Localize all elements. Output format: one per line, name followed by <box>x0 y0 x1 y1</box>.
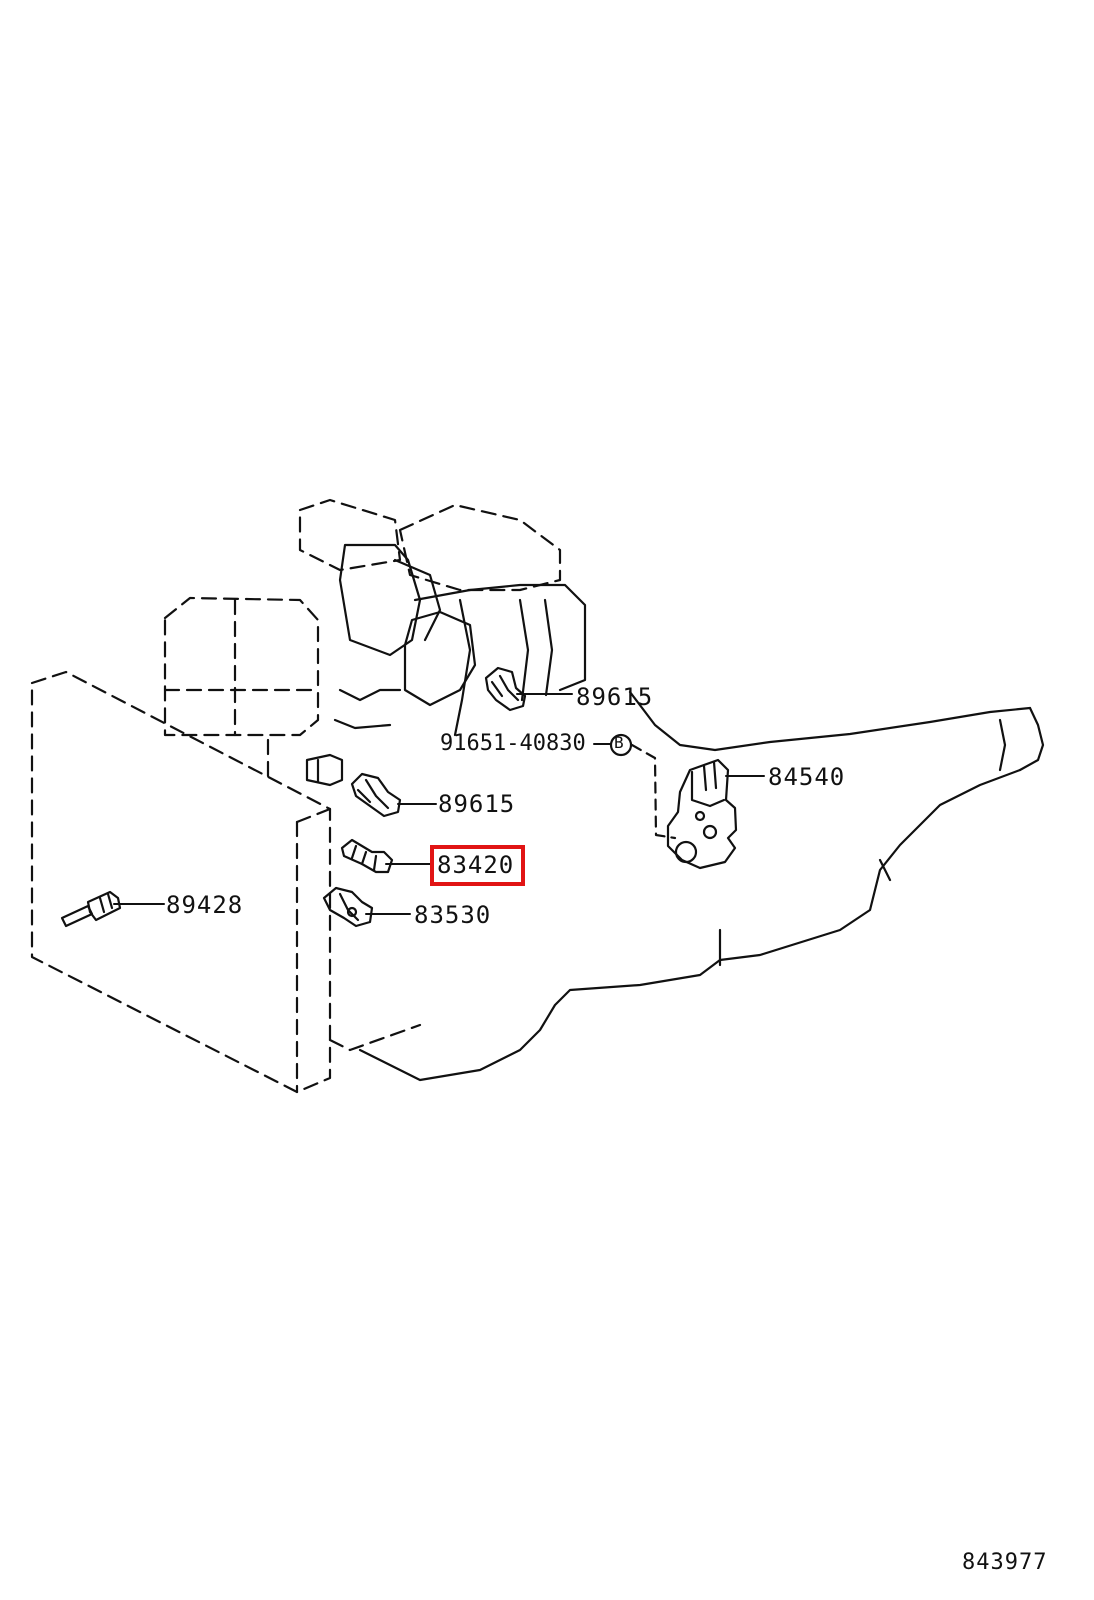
intake-manifold <box>305 543 587 787</box>
illustration-number: 843977 <box>962 1550 1048 1575</box>
part-label-89615-lower[interactable]: 89615 <box>438 790 516 818</box>
part-label-83420[interactable]: 83420 <box>437 851 515 879</box>
speed-sensor-lower-icon <box>350 772 402 818</box>
highlight-box <box>430 845 525 886</box>
sensor-83420-icon <box>340 838 394 874</box>
callout-b-symbol: B <box>614 733 624 752</box>
sensor-83530-icon <box>322 886 374 928</box>
part-label-91651-40830[interactable]: 91651-40830 <box>440 731 586 756</box>
part-label-83530[interactable]: 83530 <box>414 901 492 929</box>
part-label-84540[interactable]: 84540 <box>768 763 846 791</box>
transmission-case <box>358 690 1045 1082</box>
speed-sensor-upper-icon <box>484 666 527 712</box>
position-switch-icon <box>666 758 738 870</box>
engine-block-outline <box>163 498 562 1052</box>
callout-b-circle <box>609 733 633 757</box>
part-label-89615-upper[interactable]: 89615 <box>576 683 654 711</box>
radiator-outline <box>30 670 332 1094</box>
mounting-guide-line <box>630 743 677 840</box>
part-label-89428[interactable]: 89428 <box>166 891 244 919</box>
leader-lines <box>113 693 765 915</box>
temperature-sensor-icon <box>60 890 122 928</box>
